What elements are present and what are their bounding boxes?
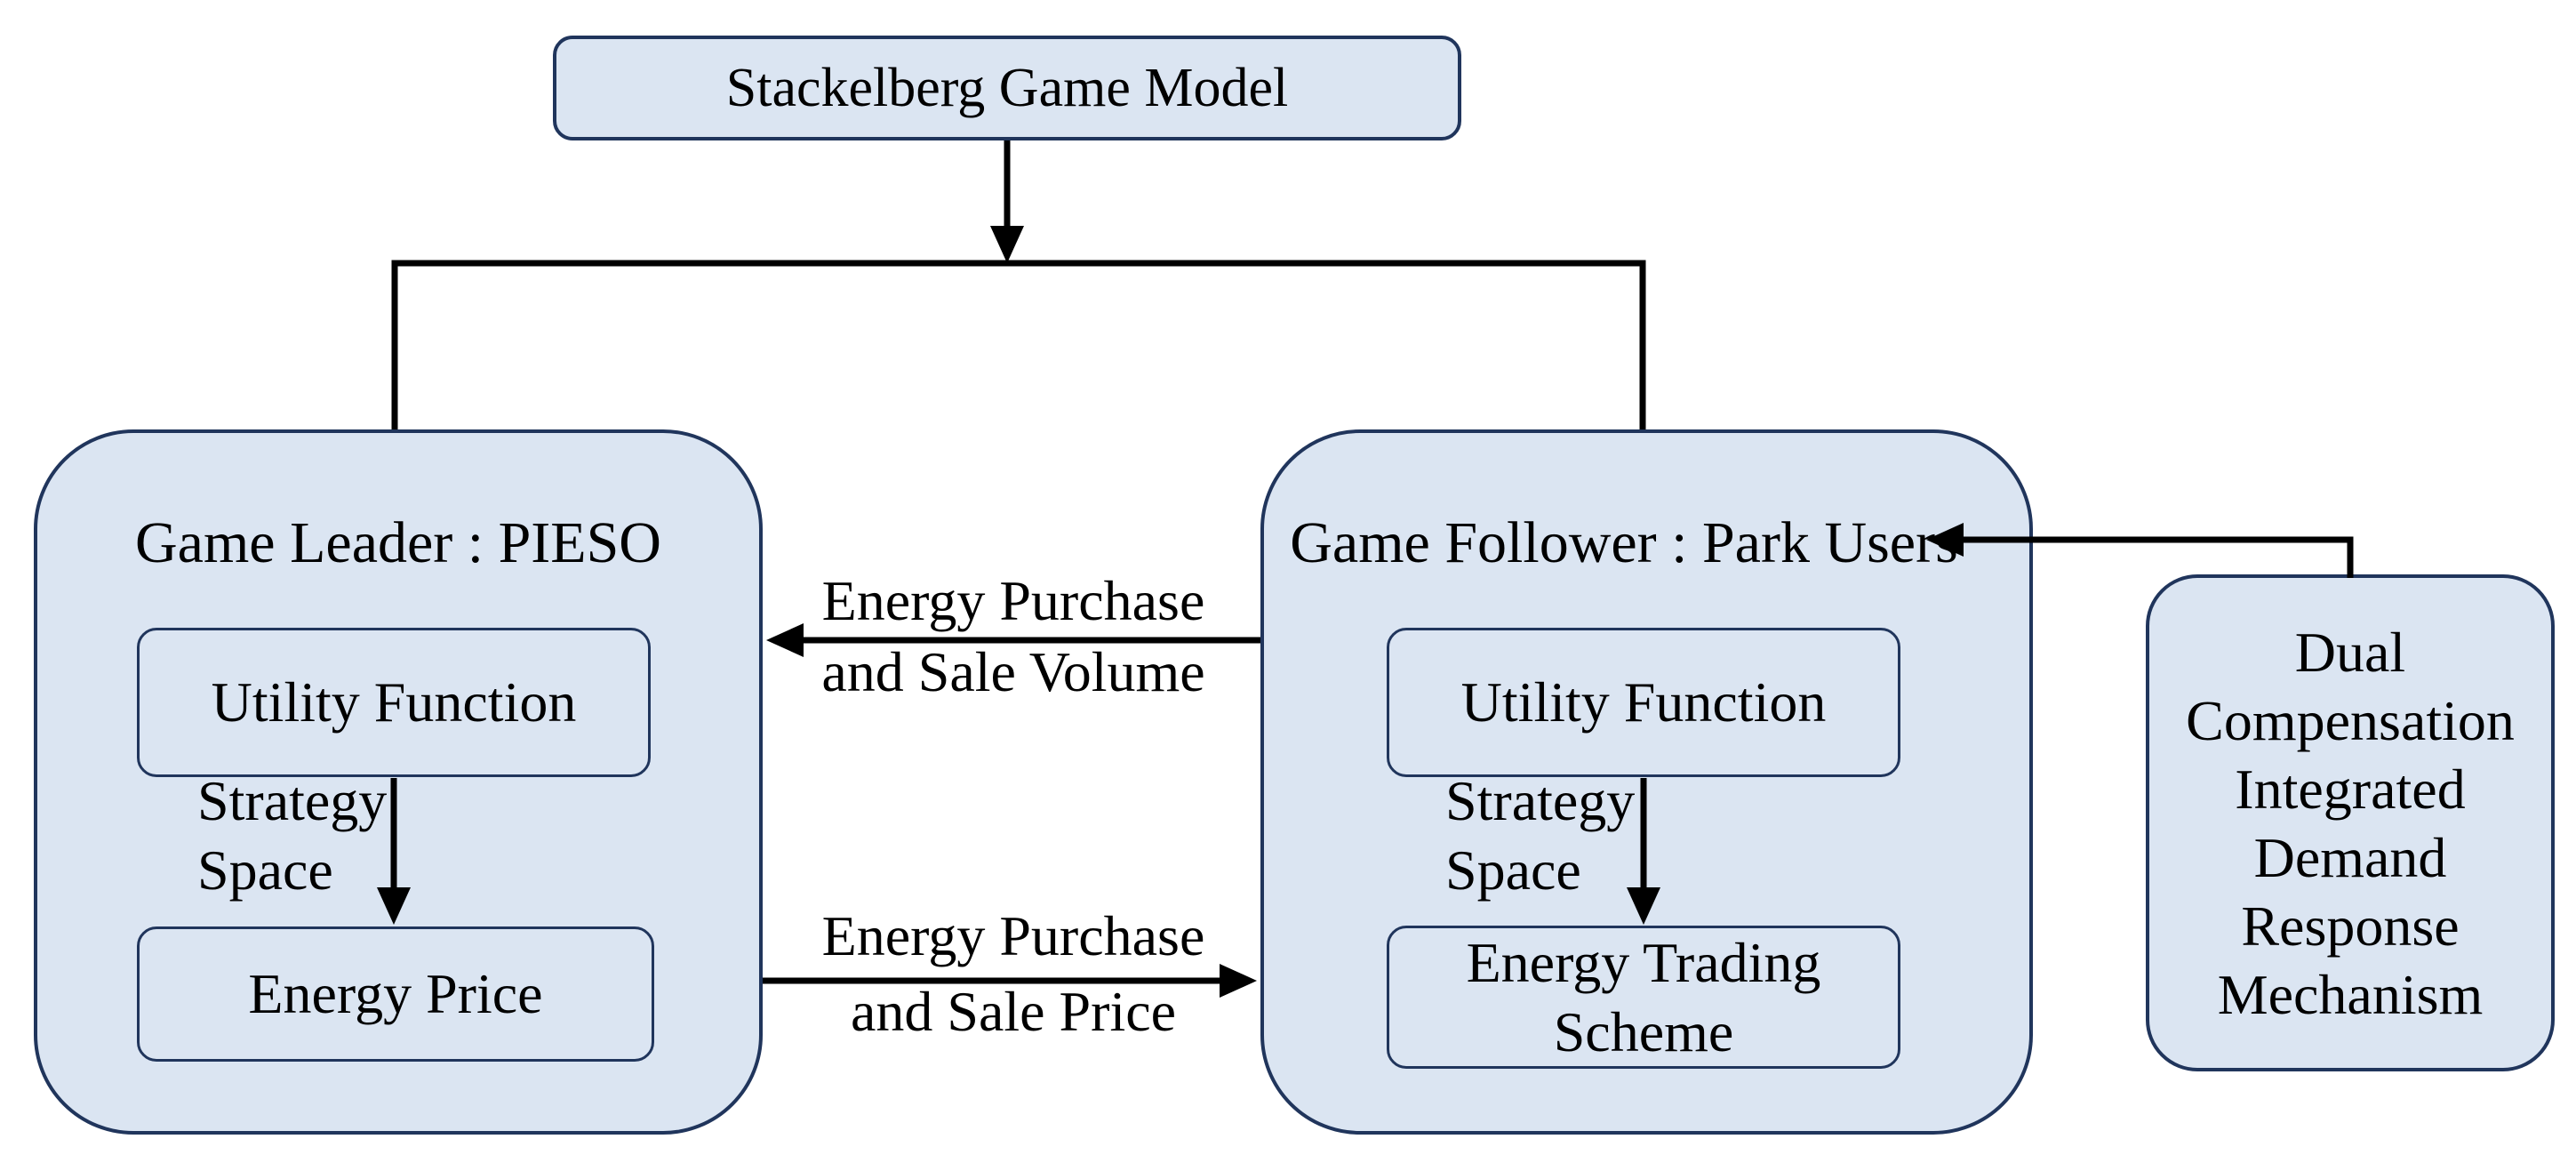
mechanism-line3: Integrated — [2235, 757, 2466, 821]
branch-line — [391, 260, 1646, 429]
price-label-line2: and Sale Price — [850, 980, 1177, 1043]
leader-strategy-line2: Space — [197, 838, 333, 902]
energy-trading-scheme-line1: Energy Trading — [1466, 930, 1821, 994]
follower-strategy-line1: Strategy — [1445, 769, 1636, 832]
energy-purchase-volume-label: Energy Purchase and Sale Volume — [764, 565, 1262, 708]
volume-label-line1: Energy Purchase — [821, 569, 1205, 632]
energy-trading-scheme-box: Energy Trading Scheme — [1387, 926, 1900, 1069]
stackelberg-game-model-box: Stackelberg Game Model — [553, 36, 1461, 140]
stackelberg-game-model-label: Stackelberg Game Model — [725, 57, 1289, 118]
follower-utility-function-box: Utility Function — [1387, 628, 1900, 777]
leader-strategy-line1: Strategy — [197, 769, 388, 832]
game-leader-title: Game Leader : PIESO — [135, 510, 661, 575]
price-label-line1: Energy Purchase — [821, 904, 1205, 967]
mechanism-line5: Response — [2241, 894, 2460, 958]
energy-price-box: Energy Price — [137, 926, 654, 1062]
follower-strategy-space-label: Strategy Space — [1445, 766, 1730, 905]
follower-utility-function-label: Utility Function — [1460, 670, 1827, 734]
leader-utility-function-box: Utility Function — [137, 628, 651, 777]
game-follower-title: Game Follower : Park Users — [1290, 510, 1958, 575]
mechanism-line2: Compensation — [2186, 688, 2515, 752]
energy-price-label: Energy Price — [248, 962, 543, 1025]
leader-strategy-space-label: Strategy Space — [197, 766, 482, 905]
mechanism-line4: Demand — [2253, 825, 2447, 889]
volume-label-line2: and Sale Volume — [821, 640, 1205, 703]
mechanism-line1: Dual — [2294, 620, 2406, 684]
dual-compensation-mechanism-box: Dual Compensation Integrated Demand Resp… — [2146, 574, 2555, 1071]
energy-purchase-price-label: Energy Purchase and Sale Price — [764, 898, 1262, 1049]
follower-strategy-line2: Space — [1445, 838, 1581, 902]
leader-utility-function-label: Utility Function — [211, 670, 577, 734]
mechanism-line6: Mechanism — [2217, 962, 2484, 1026]
energy-trading-scheme-label: Energy Trading Scheme — [1467, 928, 1821, 1067]
energy-trading-scheme-line2: Scheme — [1553, 999, 1734, 1063]
